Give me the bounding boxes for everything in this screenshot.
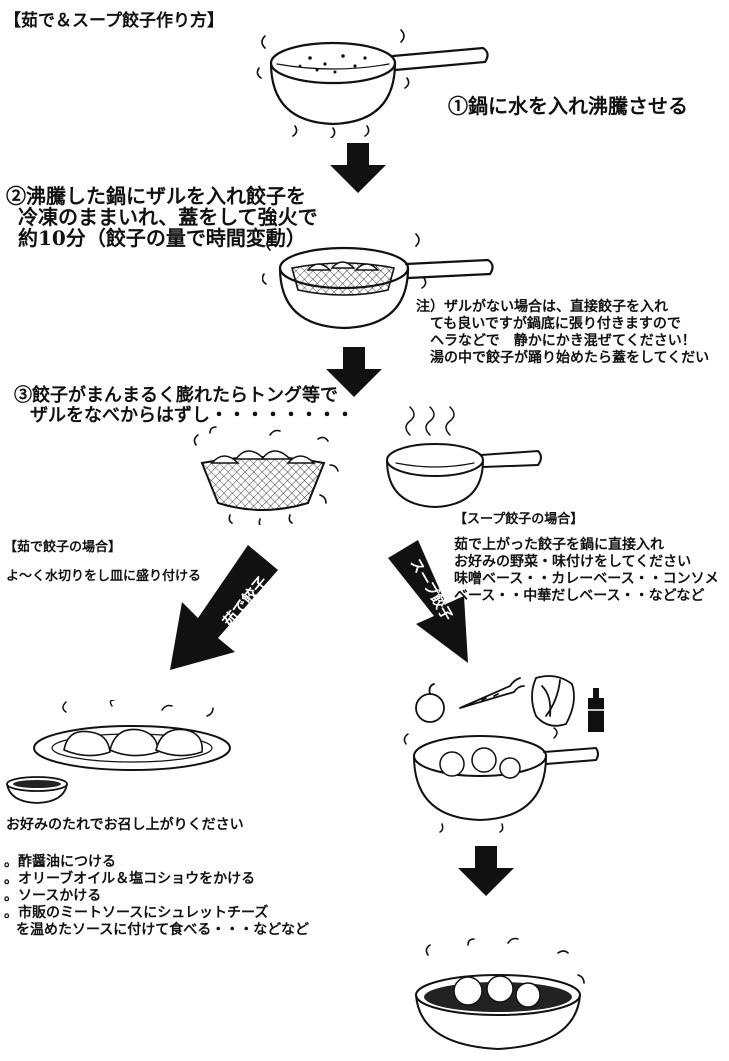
- down-arrow-1: [328, 143, 388, 195]
- note-line1: 注）ザルがない場合は、直接餃子を入れ: [416, 299, 668, 315]
- pot-with-steam-illustration: [380, 405, 545, 515]
- tip-1: 。酢醤油につける: [4, 854, 116, 870]
- step2-line1: ②沸騰した鍋にザルを入れ餃子を: [6, 184, 306, 208]
- down-arrow-3: [456, 846, 516, 898]
- boiling-pot-illustration: [255, 18, 500, 138]
- soup-desc-line2: お好みの野菜・味付けをしてください: [454, 554, 692, 570]
- cabbage-icon: [531, 675, 575, 727]
- soup-desc-line3: 味噌ベース・・カレーベース・・コンソメ: [454, 571, 719, 587]
- soup-heading: 【スープ餃子の場合】: [454, 512, 584, 527]
- note-line4: 湯の中で餃子が踊り始めたら蓋をしてくだい: [430, 350, 710, 366]
- sauce-dish-illustration: [4, 774, 70, 806]
- boiled-desc: よ～く水切りをし皿に盛り付ける: [6, 569, 202, 584]
- down-arrow-2: [324, 347, 384, 399]
- strainer-with-dumplings-illustration: [190, 425, 340, 525]
- carrot-icon: [459, 677, 525, 709]
- step3-line1: ③餃子がまんまるく膨れたらトング等で: [14, 385, 338, 406]
- note-line2: ても良いですが鍋底に張り付きますので: [430, 316, 681, 332]
- step2-line3: 約10分（餃子の量で時間変動）: [18, 226, 306, 250]
- boiled-serve-text: お好みのたれでお召し上がりください: [6, 817, 244, 833]
- tip-4: 。市販のミートソースにシュレットチーズ: [4, 905, 269, 921]
- soup-desc-line1: 茹で上がった餃子を鍋に直接入れ: [454, 537, 664, 553]
- step2-line2: 冷凍のままいれ、蓋をして強火で: [18, 205, 318, 229]
- pot-with-strainer-illustration: [262, 228, 507, 343]
- soup-branch-arrow: スープ餃子: [380, 538, 480, 666]
- tip-2: 。オリーブオイル＆塩コショウをかける: [4, 871, 256, 887]
- soup-pot-illustration: [402, 718, 602, 833]
- page-title: 【茹で＆スープ餃子作り方】: [4, 11, 224, 31]
- soy-sauce-bottle-icon: [586, 688, 606, 732]
- step1-text: ①鍋に水を入れ沸騰させる: [448, 94, 688, 118]
- boiled-branch-arrow: 茹で餃子: [160, 540, 285, 675]
- plate-with-dumplings-illustration: [32, 700, 237, 780]
- note-line3: ヘラなどで 静かにかき混ぜてください！: [430, 333, 696, 349]
- soup-bowl-illustration: [408, 935, 593, 1055]
- boiled-heading: 【茹で餃子の場合】: [4, 540, 122, 555]
- step3-line2: ザルをなべからはずし・・・・・・・・: [30, 405, 354, 426]
- tip-5: を温めたソースに付けて食べる・・・などなど: [16, 922, 310, 938]
- tip-3: 。ソースかける: [4, 888, 102, 904]
- soup-desc-line4: ベース・・中華だしベース・・などなど: [454, 588, 705, 604]
- vegetables-illustration: [410, 668, 610, 738]
